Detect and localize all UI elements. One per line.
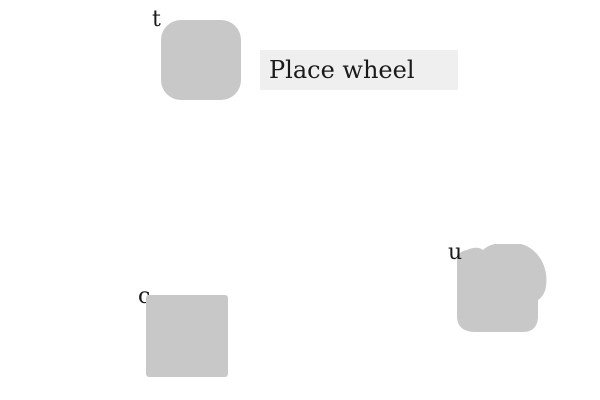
shape-t-label: t [152, 7, 161, 32]
shape-c-square[interactable] [146, 295, 228, 377]
shape-u-label: u [448, 240, 463, 265]
instruction-label: Place wheel [260, 50, 458, 90]
shape-u-blob[interactable] [457, 244, 547, 332]
shape-t-rounded-square[interactable] [161, 20, 241, 100]
blob-shape-icon [457, 244, 547, 332]
